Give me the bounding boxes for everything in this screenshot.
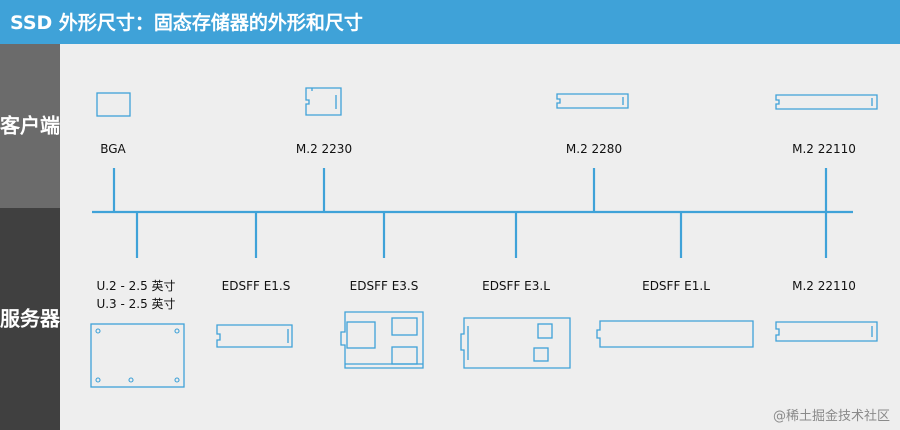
sidebar-client: 客户端 bbox=[0, 44, 60, 208]
u2-u3-drive-icon bbox=[90, 323, 185, 388]
sidebar-server-label: 服务器 bbox=[0, 306, 60, 331]
edsff-e1s-icon bbox=[216, 324, 293, 348]
label-m2-22110-server: M.2 22110 bbox=[792, 279, 856, 293]
m2-2280-card-icon bbox=[556, 93, 629, 109]
sidebar-server: 服务器 bbox=[0, 208, 60, 430]
label-edsff-e1s: EDSFF E1.S bbox=[222, 279, 291, 293]
label-m2-2230: M.2 2230 bbox=[296, 142, 352, 156]
edsff-e3s-icon bbox=[340, 311, 424, 369]
bga-chip-icon bbox=[96, 92, 131, 117]
m2-2230-card-icon bbox=[305, 87, 342, 116]
page-title: SSD 外形尺寸：固态存储器的外形和尺寸 bbox=[10, 12, 363, 34]
header-bar: SSD 外形尺寸：固态存储器的外形和尺寸 bbox=[0, 0, 900, 44]
label-edsff-e1l: EDSFF E1.L bbox=[642, 279, 710, 293]
label-u3: U.3 - 2.5 英寸 bbox=[96, 297, 175, 311]
label-bga: BGA bbox=[100, 142, 126, 156]
label-edsff-e3l: EDSFF E3.L bbox=[482, 279, 550, 293]
label-m2-22110-client: M.2 22110 bbox=[792, 142, 856, 156]
m2-22110-card-icon bbox=[775, 94, 878, 110]
edsff-e3l-icon bbox=[460, 317, 571, 369]
label-edsff-e3s: EDSFF E3.S bbox=[350, 279, 419, 293]
m2-22110-server-card-icon bbox=[775, 321, 878, 342]
edsff-e1l-icon bbox=[596, 320, 754, 348]
label-m2-2280: M.2 2280 bbox=[566, 142, 622, 156]
watermark: @稀土掘金技术社区 bbox=[773, 408, 890, 424]
label-u2: U.2 - 2.5 英寸 bbox=[96, 279, 175, 293]
sidebar-client-label: 客户端 bbox=[0, 113, 60, 138]
